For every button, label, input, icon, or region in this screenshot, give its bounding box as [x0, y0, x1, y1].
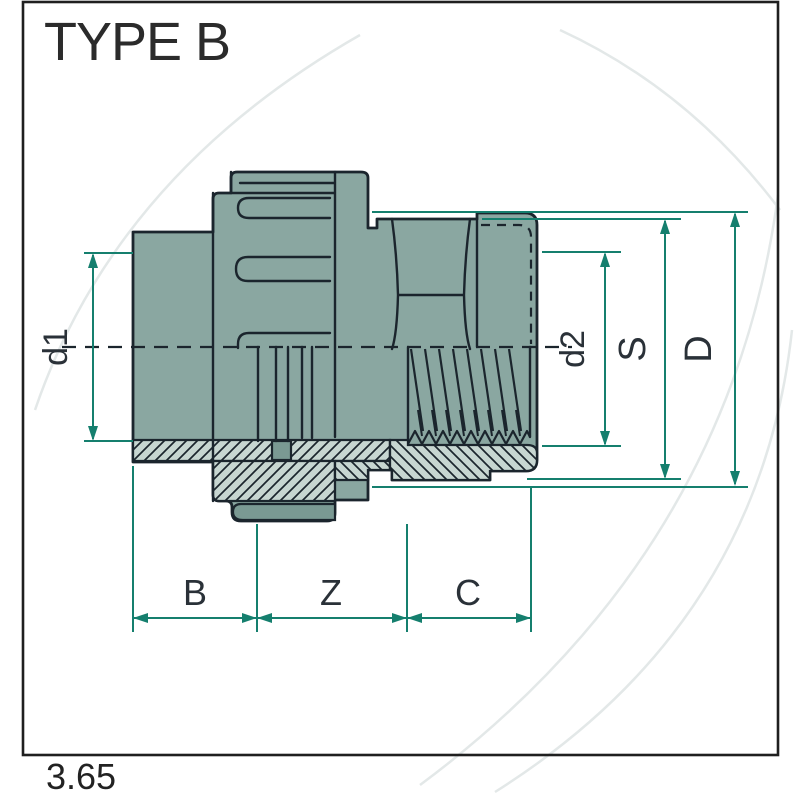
socket-wall-section-hatch	[388, 438, 539, 482]
pipe-wall-section-hatch	[131, 438, 392, 463]
dimension-lines	[92, 214, 736, 619]
thread-profile-zigzag	[407, 429, 531, 446]
page-number: 3.65	[46, 756, 116, 797]
dimension-label-S: S	[612, 336, 654, 361]
dimension-label-d2: d2	[554, 330, 592, 368]
union-nut-section-hatch	[211, 459, 337, 503]
dimension-label-C: C	[455, 572, 481, 613]
dimension-label-B: B	[183, 572, 207, 613]
hidden-bore-dashed-line	[481, 223, 533, 344]
dimension-annotations	[84, 211, 748, 632]
dimension-label-d1: d1	[37, 328, 75, 366]
dimension-label-Z: Z	[320, 572, 342, 613]
internal-thread-lines	[407, 348, 531, 446]
type-title: TYPE B	[44, 12, 230, 72]
body-flange-section-hatch	[333, 459, 392, 482]
dimension-label-D: D	[678, 335, 720, 362]
nut-rib-underside	[231, 502, 337, 522]
union-fitting-figure	[62, 170, 572, 523]
seal-square-section	[270, 439, 293, 462]
extension-lines	[84, 211, 748, 632]
dimension-arrowheads	[88, 212, 740, 623]
drawing-border-frame	[21, 0, 780, 757]
